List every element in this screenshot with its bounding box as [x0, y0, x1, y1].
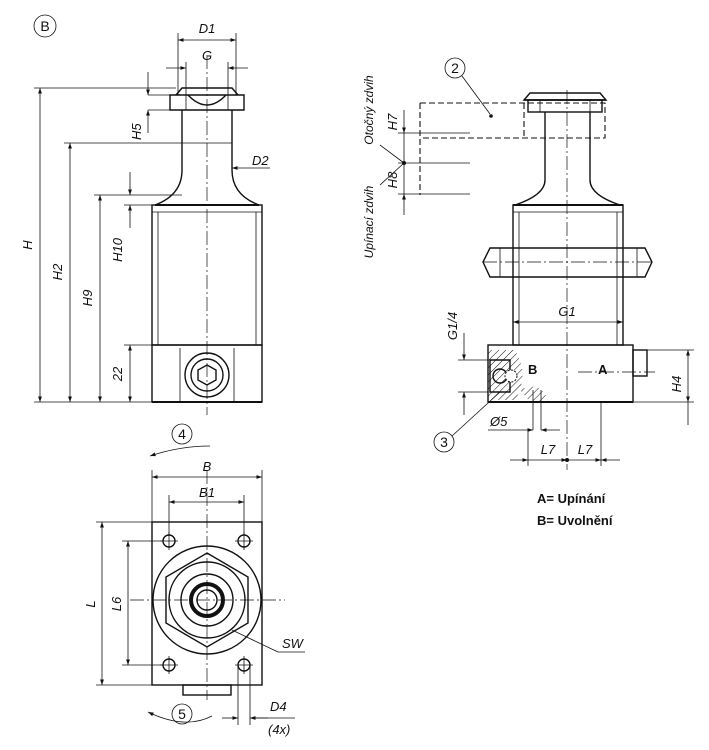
svg-text:H: H [20, 240, 35, 250]
svg-text:H7: H7 [385, 113, 400, 130]
svg-text:B: B [528, 362, 537, 377]
svg-text:D2: D2 [252, 153, 269, 168]
svg-text:B= Uvolnění: B= Uvolnění [537, 513, 613, 528]
svg-text:SW: SW [282, 636, 305, 651]
svg-text:Ø5: Ø5 [489, 414, 508, 429]
svg-text:D4: D4 [270, 699, 287, 714]
svg-text:L: L [83, 600, 98, 607]
svg-text:5: 5 [178, 706, 186, 722]
svg-text:G1: G1 [558, 304, 575, 319]
svg-text:3: 3 [440, 434, 448, 450]
svg-text:H4: H4 [669, 376, 684, 393]
svg-text:H2: H2 [50, 263, 65, 280]
top-view: B B1 4 L L6 SW D4 (4x) 5 [83, 423, 305, 737]
svg-text:2: 2 [451, 60, 459, 76]
svg-text:G1/4: G1/4 [445, 312, 460, 340]
view-marker-b: B [33, 14, 57, 38]
svg-text:22: 22 [110, 366, 125, 382]
svg-text:Otočný zdvih: Otočný zdvih [362, 75, 376, 145]
svg-text:H9: H9 [80, 290, 95, 307]
svg-text:D1: D1 [199, 21, 216, 36]
svg-text:L6: L6 [109, 596, 124, 611]
svg-text:B: B [203, 459, 212, 474]
svg-text:H8: H8 [385, 171, 400, 188]
svg-text:G: G [202, 48, 212, 63]
svg-text:B1: B1 [199, 485, 215, 500]
svg-text:H5: H5 [129, 123, 144, 140]
svg-text:Upínací zdvih: Upínací zdvih [362, 185, 376, 258]
svg-text:A: A [598, 362, 608, 377]
svg-text:(4x): (4x) [268, 722, 290, 737]
svg-text:A= Upínání: A= Upínání [537, 491, 606, 506]
svg-text:L7: L7 [578, 442, 593, 457]
svg-text:L7: L7 [541, 442, 556, 457]
svg-text:4: 4 [178, 426, 186, 442]
legend: A= Upínání B= Uvolnění [537, 491, 613, 528]
svg-text:H10: H10 [110, 237, 125, 262]
side-view: D1 G H5 D2 H10 22 H9 H2 [20, 21, 270, 415]
front-view: G1 B A H7 H8 Otočný zdvih Upínací zdvih [362, 57, 694, 470]
svg-text:B: B [40, 18, 49, 34]
